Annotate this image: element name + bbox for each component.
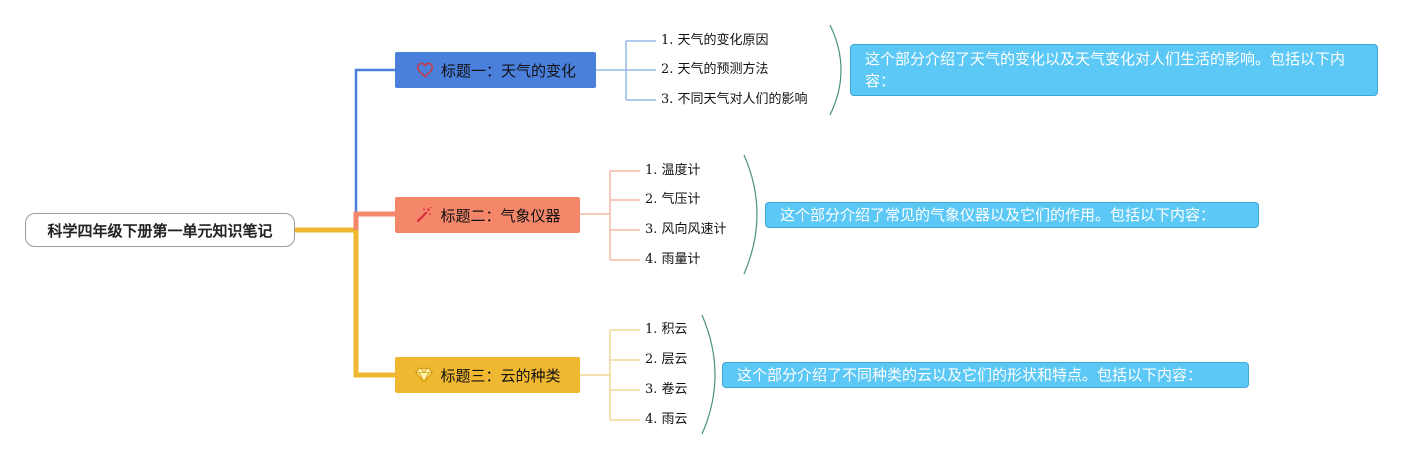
- branch-1-connector: [354, 68, 395, 230]
- topic-title-1: 标题一：天气的变化: [440, 61, 576, 80]
- leaf-1-1[interactable]: 1. 天气的变化原因: [661, 33, 769, 48]
- summary-note-2[interactable]: 这个部分介绍了常见的气象仪器以及它们的作用。包括以下内容：: [765, 202, 1259, 228]
- leaf-3-4[interactable]: 4. 雨云: [645, 412, 688, 427]
- root-title: 科学四年级下册第一单元知识笔记: [47, 221, 273, 240]
- leaf-1-2[interactable]: 2. 天气的预测方法: [661, 62, 769, 77]
- summary-brace-3: [701, 314, 716, 435]
- branch-3-connector: [353, 230, 395, 378]
- root-node[interactable]: 科学四年级下册第一单元知识笔记: [25, 213, 295, 247]
- topic-node-2[interactable]: 标题二：气象仪器: [395, 197, 580, 233]
- diamond-icon: [414, 365, 434, 385]
- leaf-2-1[interactable]: 1. 温度计: [645, 163, 701, 178]
- summary-brace-1: [829, 24, 842, 116]
- leaf-3-3[interactable]: 3. 卷云: [645, 382, 688, 397]
- leaf-connectors-3: [580, 329, 640, 421]
- leaf-2-3[interactable]: 3. 风向风速计: [645, 222, 727, 237]
- topic-node-3[interactable]: 标题三：云的种类: [395, 357, 580, 393]
- summary-note-3[interactable]: 这个部分介绍了不同种类的云以及它们的形状和特点。包括以下内容：: [722, 362, 1249, 388]
- magic-wand-icon: [414, 205, 434, 225]
- leaf-connectors-1: [596, 40, 656, 101]
- heart-icon: [415, 60, 435, 80]
- leaf-2-2[interactable]: 2. 气压计: [645, 192, 701, 207]
- leaf-connectors-2: [580, 170, 640, 261]
- leaf-3-2[interactable]: 2. 层云: [645, 352, 688, 367]
- leaf-3-1[interactable]: 1. 积云: [645, 322, 688, 337]
- topic-title-3: 标题三：云的种类: [440, 366, 561, 385]
- branch-2-connector: [353, 211, 395, 230]
- summary-note-1[interactable]: 这个部分介绍了天气的变化以及天气变化对人们生活的影响。包括以下内容：: [850, 44, 1378, 96]
- summary-brace-2: [743, 154, 758, 275]
- topic-node-1[interactable]: 标题一：天气的变化: [395, 52, 596, 88]
- leaf-2-4[interactable]: 4. 雨量计: [645, 252, 701, 267]
- topic-title-2: 标题二：气象仪器: [440, 206, 561, 225]
- leaf-1-3[interactable]: 3. 不同天气对人们的影响: [661, 92, 808, 107]
